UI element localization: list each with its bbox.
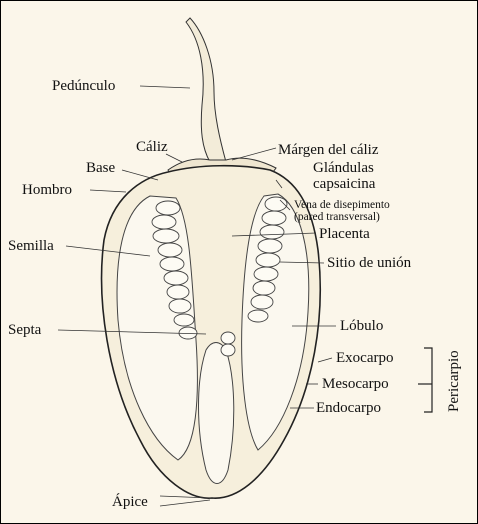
- label-placenta: Placenta: [319, 226, 370, 242]
- label-peduncle: Pedúnculo: [52, 78, 115, 94]
- label-calyx-margin: Márgen del cáliz: [278, 142, 379, 158]
- label-pericarp: Pericarpio: [446, 350, 462, 412]
- label-apex: Ápice: [112, 493, 148, 510]
- label-septum: Septa: [8, 322, 42, 338]
- label-mesocarp: Mesocarpo: [322, 376, 389, 392]
- label-endocarp: Endocarpo: [316, 400, 381, 416]
- label-shoulder: Hombro: [22, 182, 72, 198]
- label-vein-line2: (pared transversal): [294, 211, 380, 223]
- label-lobe: Lóbulo: [340, 318, 383, 334]
- label-glands-line2: capsaicina: [313, 176, 376, 192]
- label-vein-line1: Vena de disepimento: [294, 199, 390, 211]
- pericarp-bracket: [424, 348, 432, 412]
- label-glands-line1: Glándulas: [313, 160, 374, 176]
- label-exocarp: Exocarpo: [336, 350, 393, 366]
- label-base: Base: [86, 160, 116, 176]
- label-attachment-site: Sitio de unión: [327, 255, 412, 271]
- peduncle-stem: [186, 18, 226, 162]
- septum-cavity: [199, 343, 234, 484]
- label-seed: Semilla: [8, 238, 54, 254]
- label-calyx: Cáliz: [136, 139, 168, 155]
